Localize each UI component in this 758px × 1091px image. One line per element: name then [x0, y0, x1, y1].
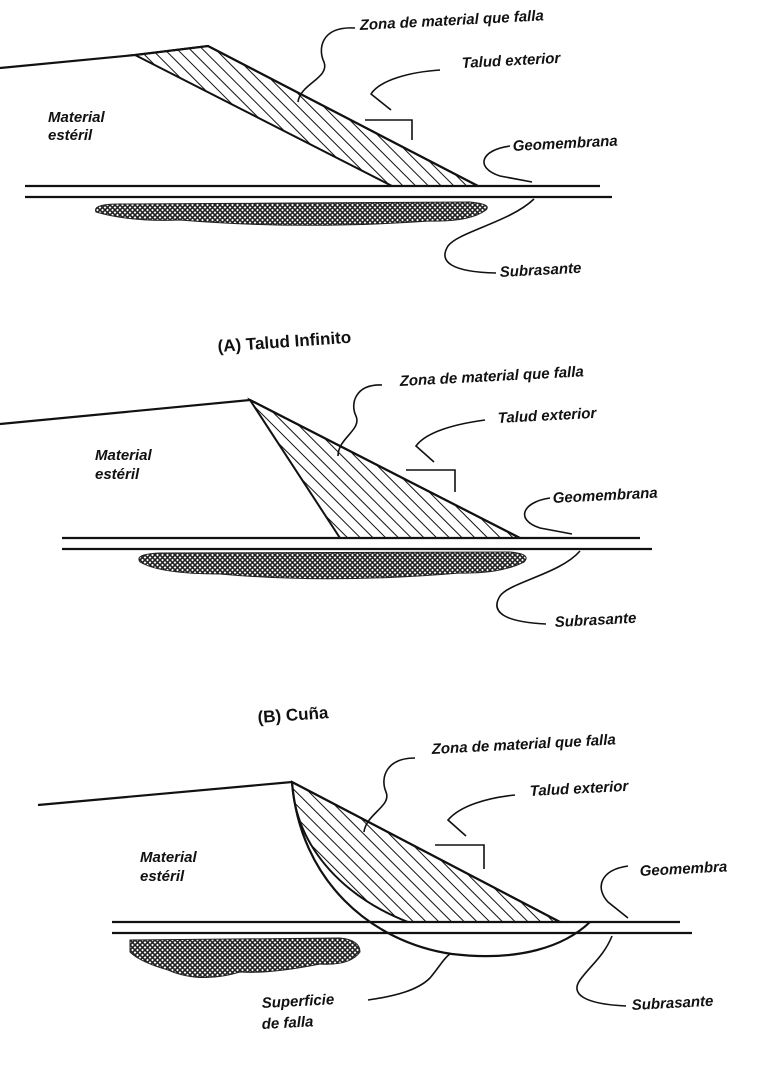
slope-label-top: Talud exterior: [461, 50, 562, 72]
leader-geomembrane-a: [523, 497, 573, 535]
slope-label-a: Talud exterior: [497, 405, 598, 427]
subgrade-label-b: Subrasante: [631, 993, 713, 1014]
leader-subgrade-b: [576, 935, 627, 1007]
leader-geomembrane-top: [483, 145, 533, 183]
leader-slope-top: [369, 69, 441, 111]
geomembrane-label-top: Geomembrana: [512, 133, 618, 155]
material-label-top: Material: [48, 109, 106, 126]
caption-b: (B) Cuña: [257, 703, 330, 727]
panel-a: Material estéril Zona de material que fa…: [0, 363, 658, 727]
subgrade-label-a: Subrasante: [554, 610, 636, 631]
material-label-b: Material: [140, 849, 198, 866]
slope-angle-marker-top: [365, 119, 413, 140]
material-label-b-2: estéril: [140, 868, 185, 885]
failure-surface-arc-b: [290, 781, 591, 958]
failure-zone-top: [131, 44, 479, 187]
panel-b: Material estéril Zona de material que fa…: [37, 731, 728, 1033]
failure-zone-label-b: Zona de material que falla: [430, 731, 616, 758]
subgrade-fill-b: [129, 937, 361, 979]
failure-surface-label-b: Superficie: [261, 991, 334, 1012]
slope-angle-marker-a: [406, 469, 456, 492]
embankment-crest-top: [0, 44, 479, 187]
leader-failure-zone-b: [363, 757, 416, 833]
leader-slope-b: [446, 794, 516, 837]
material-label-a-2: estéril: [95, 466, 140, 483]
subgrade-fill-a: [138, 551, 527, 580]
failure-surface-label-b-2: de falla: [261, 1013, 314, 1033]
caption-a: (A) Talud Infinito: [217, 328, 352, 356]
material-label-top-2: estéril: [48, 127, 93, 144]
leader-failure-surface-b: [367, 953, 451, 1001]
failure-zone-label-top: Zona de material que falla: [358, 7, 544, 34]
leader-geomembrane-b: [600, 865, 629, 919]
slope-angle-marker-b: [435, 844, 485, 869]
slope-label-b: Talud exterior: [529, 778, 630, 800]
failure-zone-label-a: Zona de material que falla: [398, 363, 584, 390]
subgrade-fill-top: [95, 201, 488, 226]
subgrade-label-top: Subrasante: [499, 260, 581, 281]
leader-subgrade-a: [496, 550, 581, 625]
geomembrane-label-a: Geomembrana: [552, 485, 658, 507]
leader-slope-a: [414, 419, 486, 463]
leader-subgrade-top: [444, 198, 535, 274]
leader-failure-zone-a: [337, 384, 383, 457]
panel-top: Material estéril Zona de material que fa…: [0, 7, 618, 356]
material-label-a: Material: [95, 447, 153, 464]
leader-failure-zone-top: [297, 27, 356, 103]
embankment-crest-a: [0, 398, 521, 539]
geomembrane-label-b: Geomembra: [639, 858, 727, 880]
